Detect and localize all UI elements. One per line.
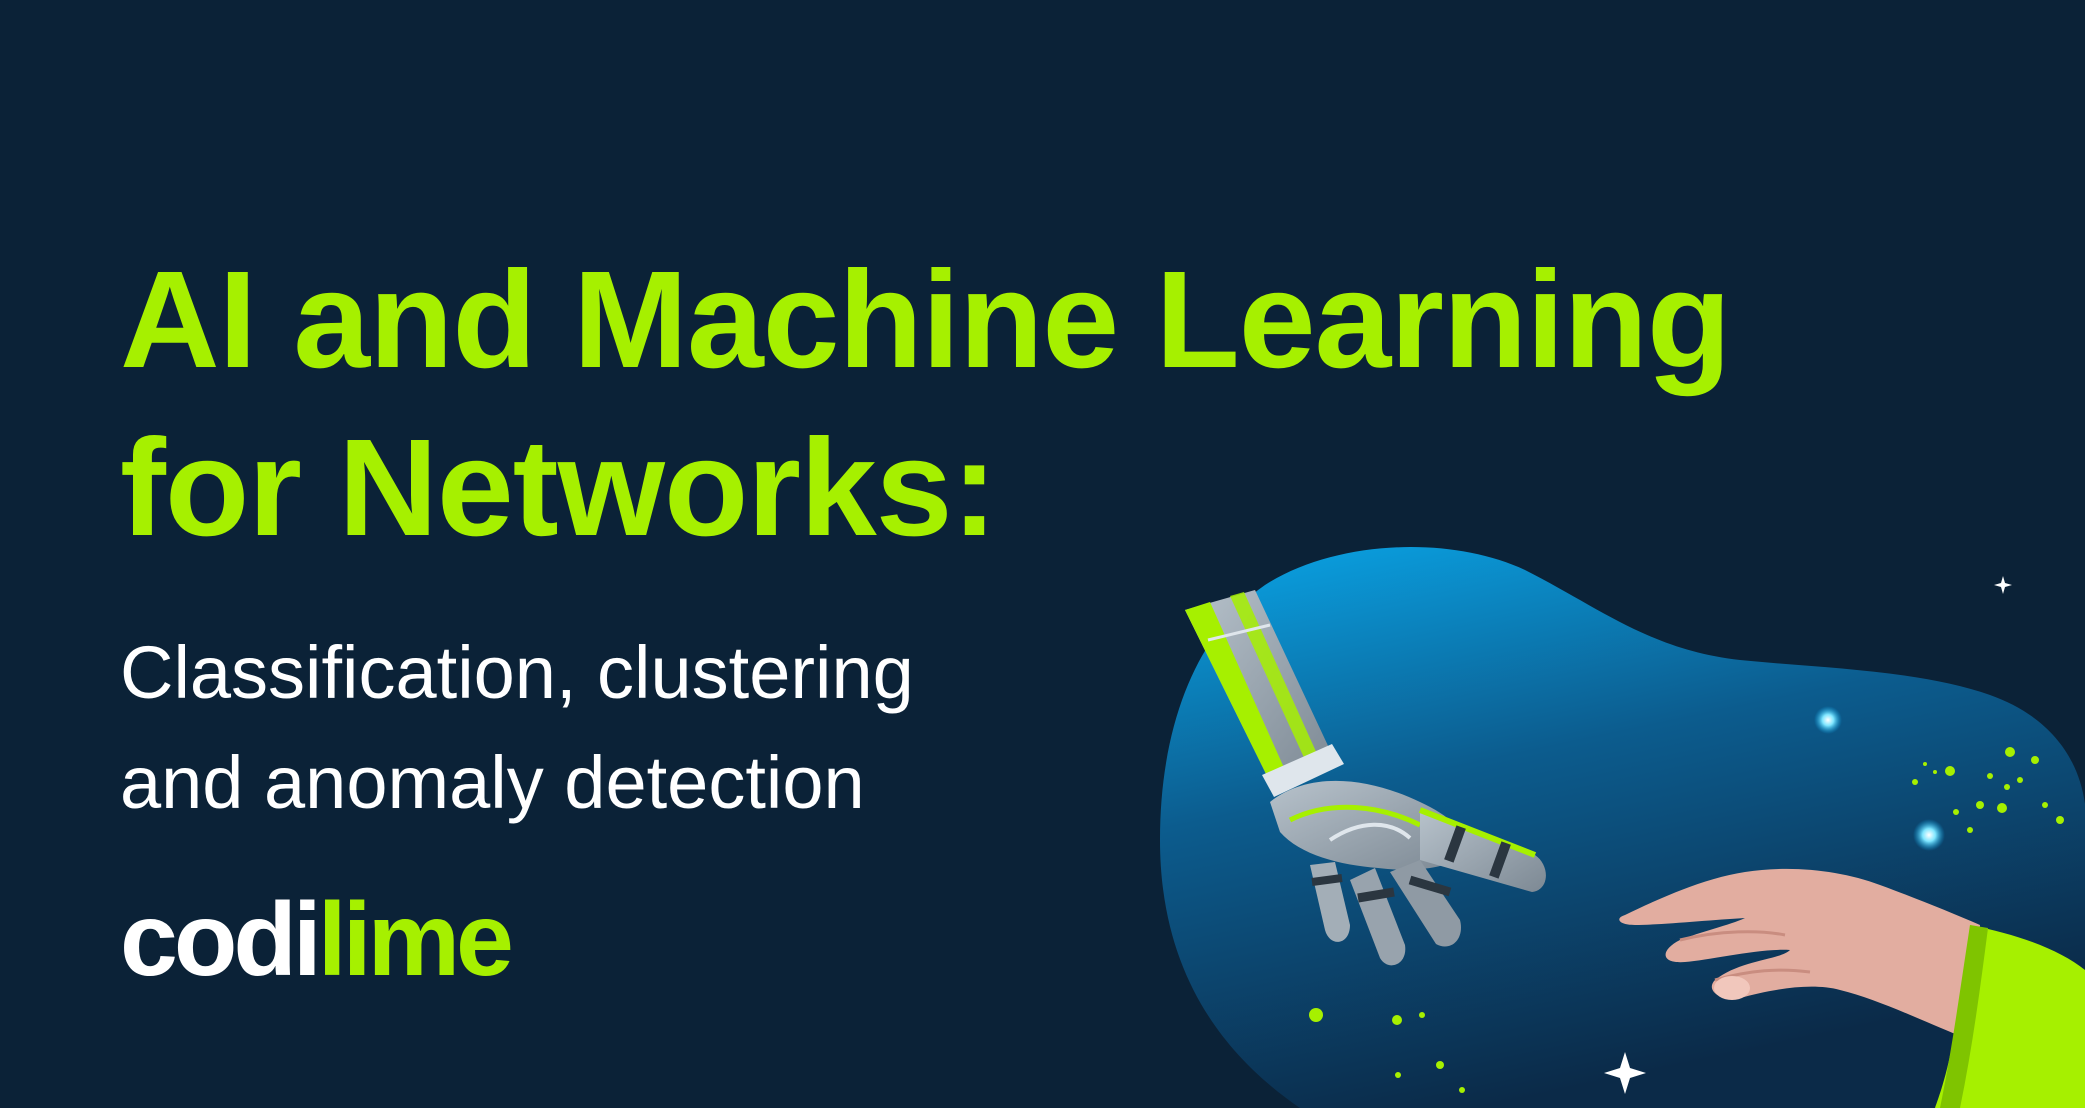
human-hand-icon: [1619, 868, 2085, 1108]
page-subtitle-line-1: Classification, clustering: [120, 631, 914, 714]
page-subtitle: Classification, clustering and anomaly d…: [120, 618, 914, 838]
logo-text-codi: codi: [120, 882, 322, 998]
robot-hand-icon: [1185, 590, 1546, 966]
star-icon: [1994, 576, 2012, 594]
page-title-line-2: for Networks:: [120, 411, 997, 565]
page-title-line-1: AI and Machine Learning: [120, 243, 1731, 397]
page-subtitle-line-2: and anomaly detection: [120, 741, 865, 824]
page-title: AI and Machine Learning for Networks:: [120, 236, 1731, 572]
logo-text-lime: lime: [317, 882, 514, 998]
glow-dots: [1814, 706, 1945, 851]
particle-dots: [1309, 747, 2064, 1093]
hands-illustration: [1160, 547, 2085, 1108]
codilime-logo: codilime: [120, 880, 514, 1000]
sparkle-icon: [1604, 1052, 1646, 1094]
